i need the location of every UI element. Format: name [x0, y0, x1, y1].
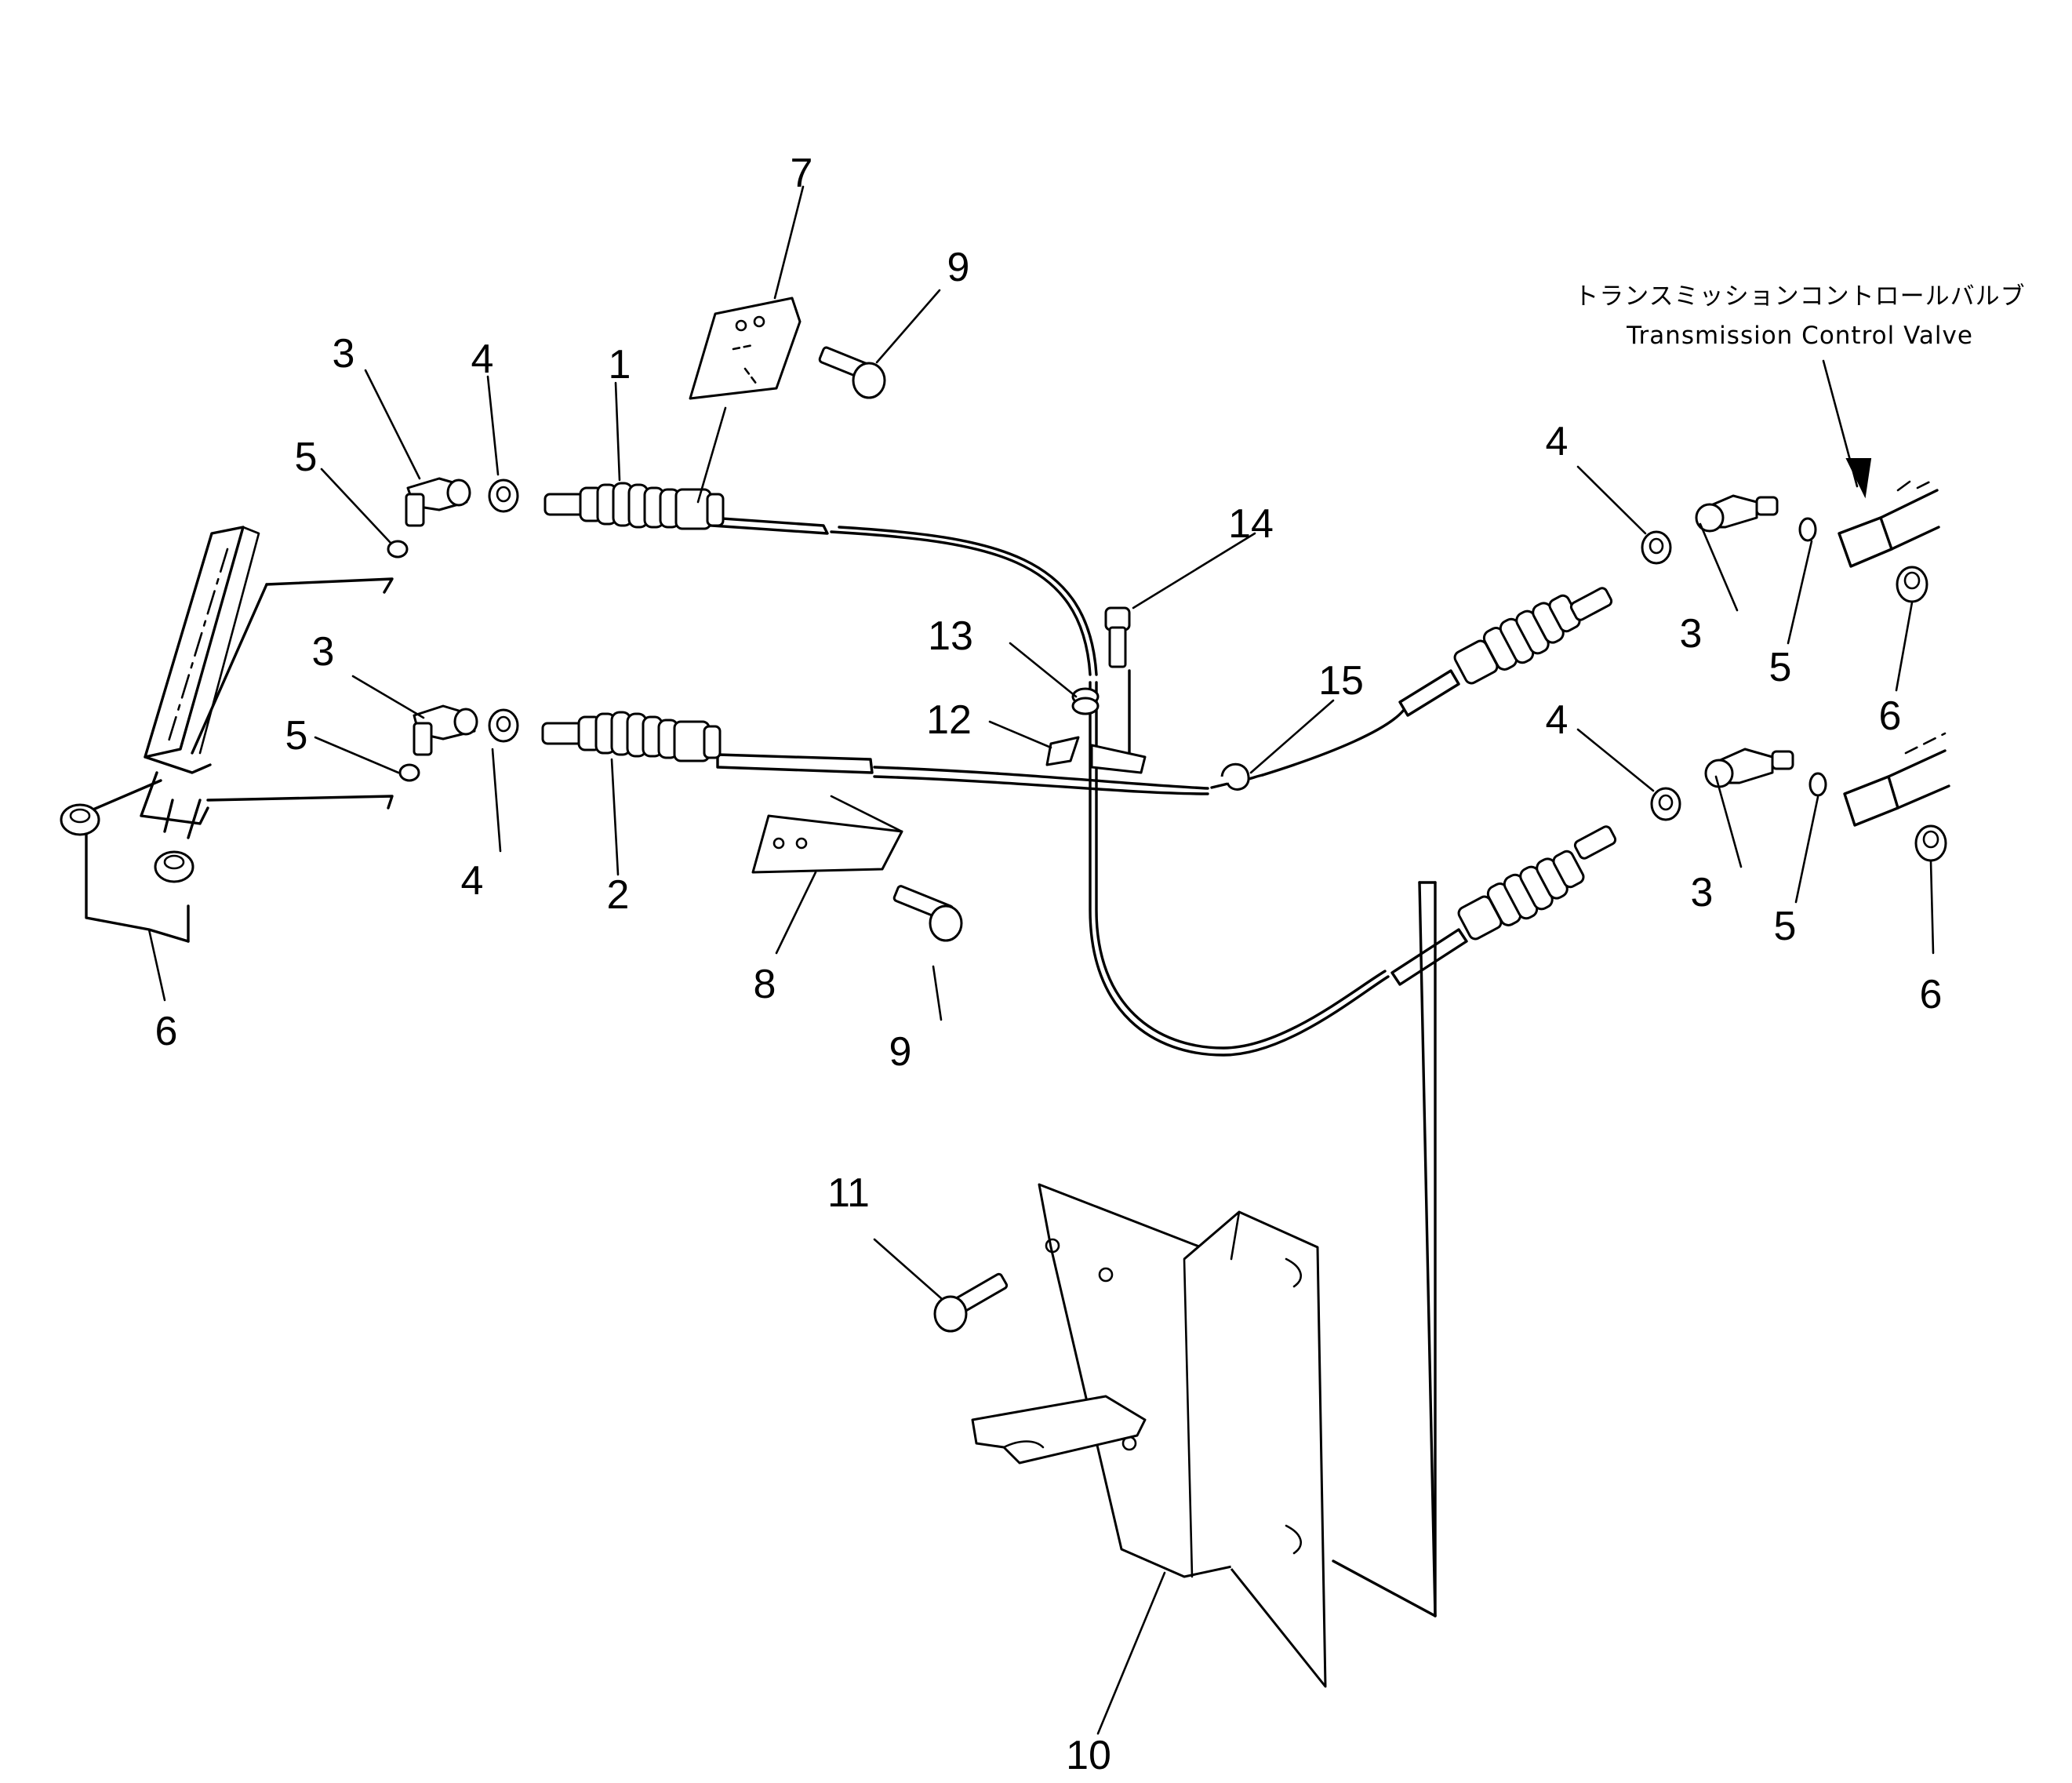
- nut-icon: [1641, 530, 1672, 565]
- bolt-icon: [892, 885, 963, 942]
- callout-4: 4: [1546, 419, 1569, 464]
- callout-11: 11: [827, 1170, 870, 1216]
- callout-12: 12: [926, 697, 972, 743]
- upper-control-cable: [543, 482, 1098, 676]
- bracket-7: [689, 297, 802, 400]
- callout-6: 6: [155, 1009, 178, 1054]
- callout-13: 13: [928, 613, 973, 659]
- callout-6: 6: [1879, 693, 1902, 739]
- callout-4: 4: [471, 337, 494, 382]
- callout-3: 3: [1691, 870, 1714, 915]
- ball-joint-icon: [1704, 748, 1794, 788]
- callout-4: 4: [1546, 697, 1569, 743]
- washer-icon: [398, 763, 420, 782]
- mounting-plate: [971, 881, 1437, 1688]
- bracket-8: [751, 795, 903, 874]
- callout-15: 15: [1318, 658, 1364, 704]
- callout-5: 5: [295, 435, 318, 480]
- callout-7: 7: [791, 151, 813, 196]
- callout-3: 3: [1680, 611, 1703, 657]
- ball-joint-icon: [1695, 494, 1779, 533]
- callout-2: 2: [607, 872, 630, 918]
- bolt-icon: [933, 1272, 1009, 1333]
- nut-icon: [488, 478, 519, 513]
- bolt-icon: [818, 346, 886, 399]
- callout-numbers: 1 2 3 3 3 3 4 4 4 4 5 5 5 5 6 6 6 7 8 9 …: [155, 151, 1943, 1778]
- callout-1: 1: [609, 342, 631, 388]
- left-lever-assembly: [60, 526, 394, 943]
- ball-joint-icon: [413, 704, 478, 756]
- washer-icon: [387, 540, 409, 559]
- valve-lever-lower: [1843, 732, 1950, 827]
- hex-nut-icon: [60, 803, 100, 836]
- leader-lines: [147, 185, 1935, 1735]
- lower-control-cable: [541, 711, 1209, 795]
- nut-icon: [488, 708, 519, 743]
- callout-5: 5: [1774, 904, 1797, 949]
- ball-joint-icon: [405, 477, 471, 527]
- annotation-japanese: トランスミッションコントロールバルブ: [1574, 282, 2025, 311]
- valve-lever-upper: [1838, 478, 1940, 568]
- bolt-icon: [1104, 606, 1131, 668]
- callout-4: 4: [461, 858, 484, 904]
- cable-end-fitting-icon: [541, 711, 722, 762]
- callout-9: 9: [947, 245, 970, 290]
- callout-9: 9: [889, 1029, 912, 1075]
- washer-icon: [1798, 517, 1817, 542]
- callout-3: 3: [333, 331, 355, 377]
- callout-8: 8: [754, 962, 776, 1007]
- clip-icon: [1045, 736, 1080, 766]
- clamp-icon: [1220, 762, 1250, 791]
- callout-5: 5: [1769, 645, 1792, 690]
- callout-5: 5: [285, 713, 308, 759]
- right-upper-cable-fitting: [1398, 587, 1613, 717]
- callout-10: 10: [1066, 1733, 1111, 1778]
- nut-icon: [1650, 787, 1681, 821]
- cable-end-fitting-icon: [543, 482, 725, 530]
- callout-3: 3: [312, 629, 335, 675]
- callout-14: 14: [1228, 501, 1274, 547]
- callout-6: 6: [1920, 972, 1943, 1017]
- right-lower-cable-fitting: [1390, 825, 1617, 986]
- annotation-english: Transmission Control Valve: [1626, 322, 1973, 350]
- washer-icon: [1808, 772, 1827, 797]
